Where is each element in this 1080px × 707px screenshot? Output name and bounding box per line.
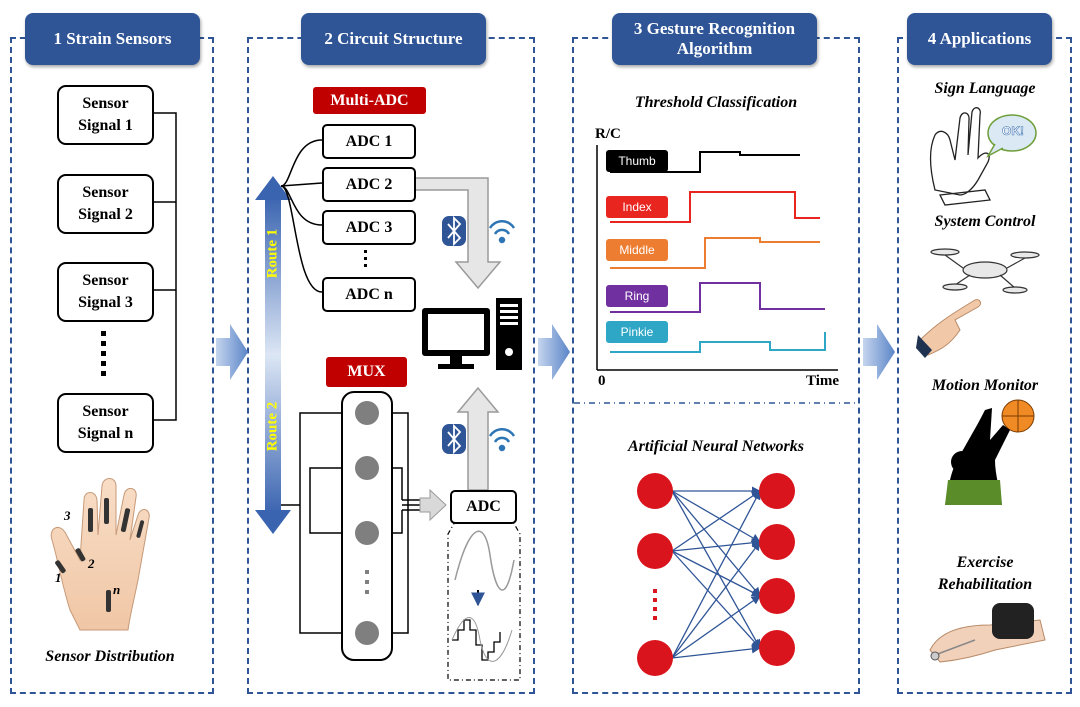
app-system-control-title: System Control (934, 213, 1036, 230)
sensor-mark-3: 3 (64, 508, 71, 523)
adc-to-pc-arrow (411, 177, 502, 290)
flow-arrow-2 (538, 324, 570, 380)
bluetooth-icon-2 (442, 423, 466, 455)
route-arrow (255, 176, 291, 534)
ann-input-neurons (637, 473, 673, 676)
mux-wiring (281, 412, 425, 634)
adc-tree (280, 139, 323, 293)
app-motion-monitor-title: Motion Monitor (931, 377, 1039, 394)
adc-up-arrow (456, 386, 500, 491)
sensor-bracket (152, 112, 177, 421)
mux-label: MUX (326, 357, 407, 387)
pointing-hand-icon (916, 299, 982, 358)
basketball-player-icon (945, 399, 1035, 505)
rehab-hand-icon (929, 603, 1046, 663)
legend-ring: Ring (606, 285, 668, 307)
mux-column (341, 391, 393, 661)
strain-sensors-title: 1 Strain Sensors (25, 13, 200, 65)
sensor-mark-2: 2 (88, 556, 95, 571)
sensor-ellipsis (101, 331, 106, 376)
multi-adc-label: Multi-ADC (313, 87, 426, 114)
route-1-label: Route 1 (264, 228, 281, 279)
adc-box: ADC (450, 490, 517, 524)
threshold-origin: 0 (598, 373, 606, 389)
threshold-title: Threshold Classification (634, 94, 798, 111)
sensor-mark-1: 1 (55, 570, 62, 585)
ok-bubble-text: OK! (1002, 124, 1025, 139)
ok-hand-icon (929, 107, 991, 206)
mux-to-adc-arrow (419, 488, 447, 522)
ann-title: Artificial Neural Networks (627, 438, 804, 455)
ann-output-neurons (759, 473, 795, 666)
wifi-icon (488, 219, 516, 244)
hand-illustration (50, 478, 150, 631)
ann-ellipsis (653, 589, 657, 620)
legend-middle: Middle (606, 239, 668, 261)
legend-pinkie: Pinkie (606, 321, 668, 343)
computer-icon (422, 298, 522, 370)
wifi-icon-2 (488, 427, 516, 452)
speech-bubble (986, 114, 1037, 158)
sensor-signal-3-box: Sensor Signal 3 (57, 262, 154, 322)
app-exercise-rehab-title: Exercise Rehabilitation (937, 554, 1033, 593)
circuit-structure-title: 2 Circuit Structure (301, 13, 486, 65)
ann-edges (671, 486, 761, 659)
bluetooth-icon (442, 215, 466, 247)
adc-ellipsis (364, 250, 367, 267)
adc-n-box: ADC n (322, 277, 416, 312)
adc-3-box: ADC 3 (322, 210, 416, 245)
sensor-signal-1-box: Sensor Signal 1 (57, 85, 154, 145)
threshold-chart-axes (596, 145, 838, 371)
threshold-xlabel: Time (806, 373, 840, 389)
adc-waveform-box (447, 519, 521, 681)
sensor-signal-2-box: Sensor Signal 2 (57, 174, 154, 234)
flow-arrow-1 (216, 324, 248, 380)
route-2-label: Route 2 (264, 401, 281, 452)
applications-title: 4 Applications (907, 13, 1052, 65)
legend-index: Index (606, 196, 668, 218)
threshold-chart-lines (610, 151, 826, 353)
sensor-mark-n: n (113, 582, 121, 597)
app-sign-language-title: Sign Language (934, 80, 1036, 97)
sensor-distribution-caption: Sensor Distribution (45, 648, 175, 665)
drone-icon (930, 248, 1040, 294)
threshold-ylabel: R/C (595, 126, 621, 142)
legend-thumb: Thumb (606, 150, 668, 172)
sensor-signal-n-box: Sensor Signal n (57, 393, 154, 453)
gesture-recognition-title: 3 Gesture Recognition Algorithm (612, 13, 817, 65)
adc-2-box: ADC 2 (322, 167, 416, 202)
adc-1-box: ADC 1 (322, 124, 416, 159)
flow-arrow-3 (863, 324, 895, 380)
